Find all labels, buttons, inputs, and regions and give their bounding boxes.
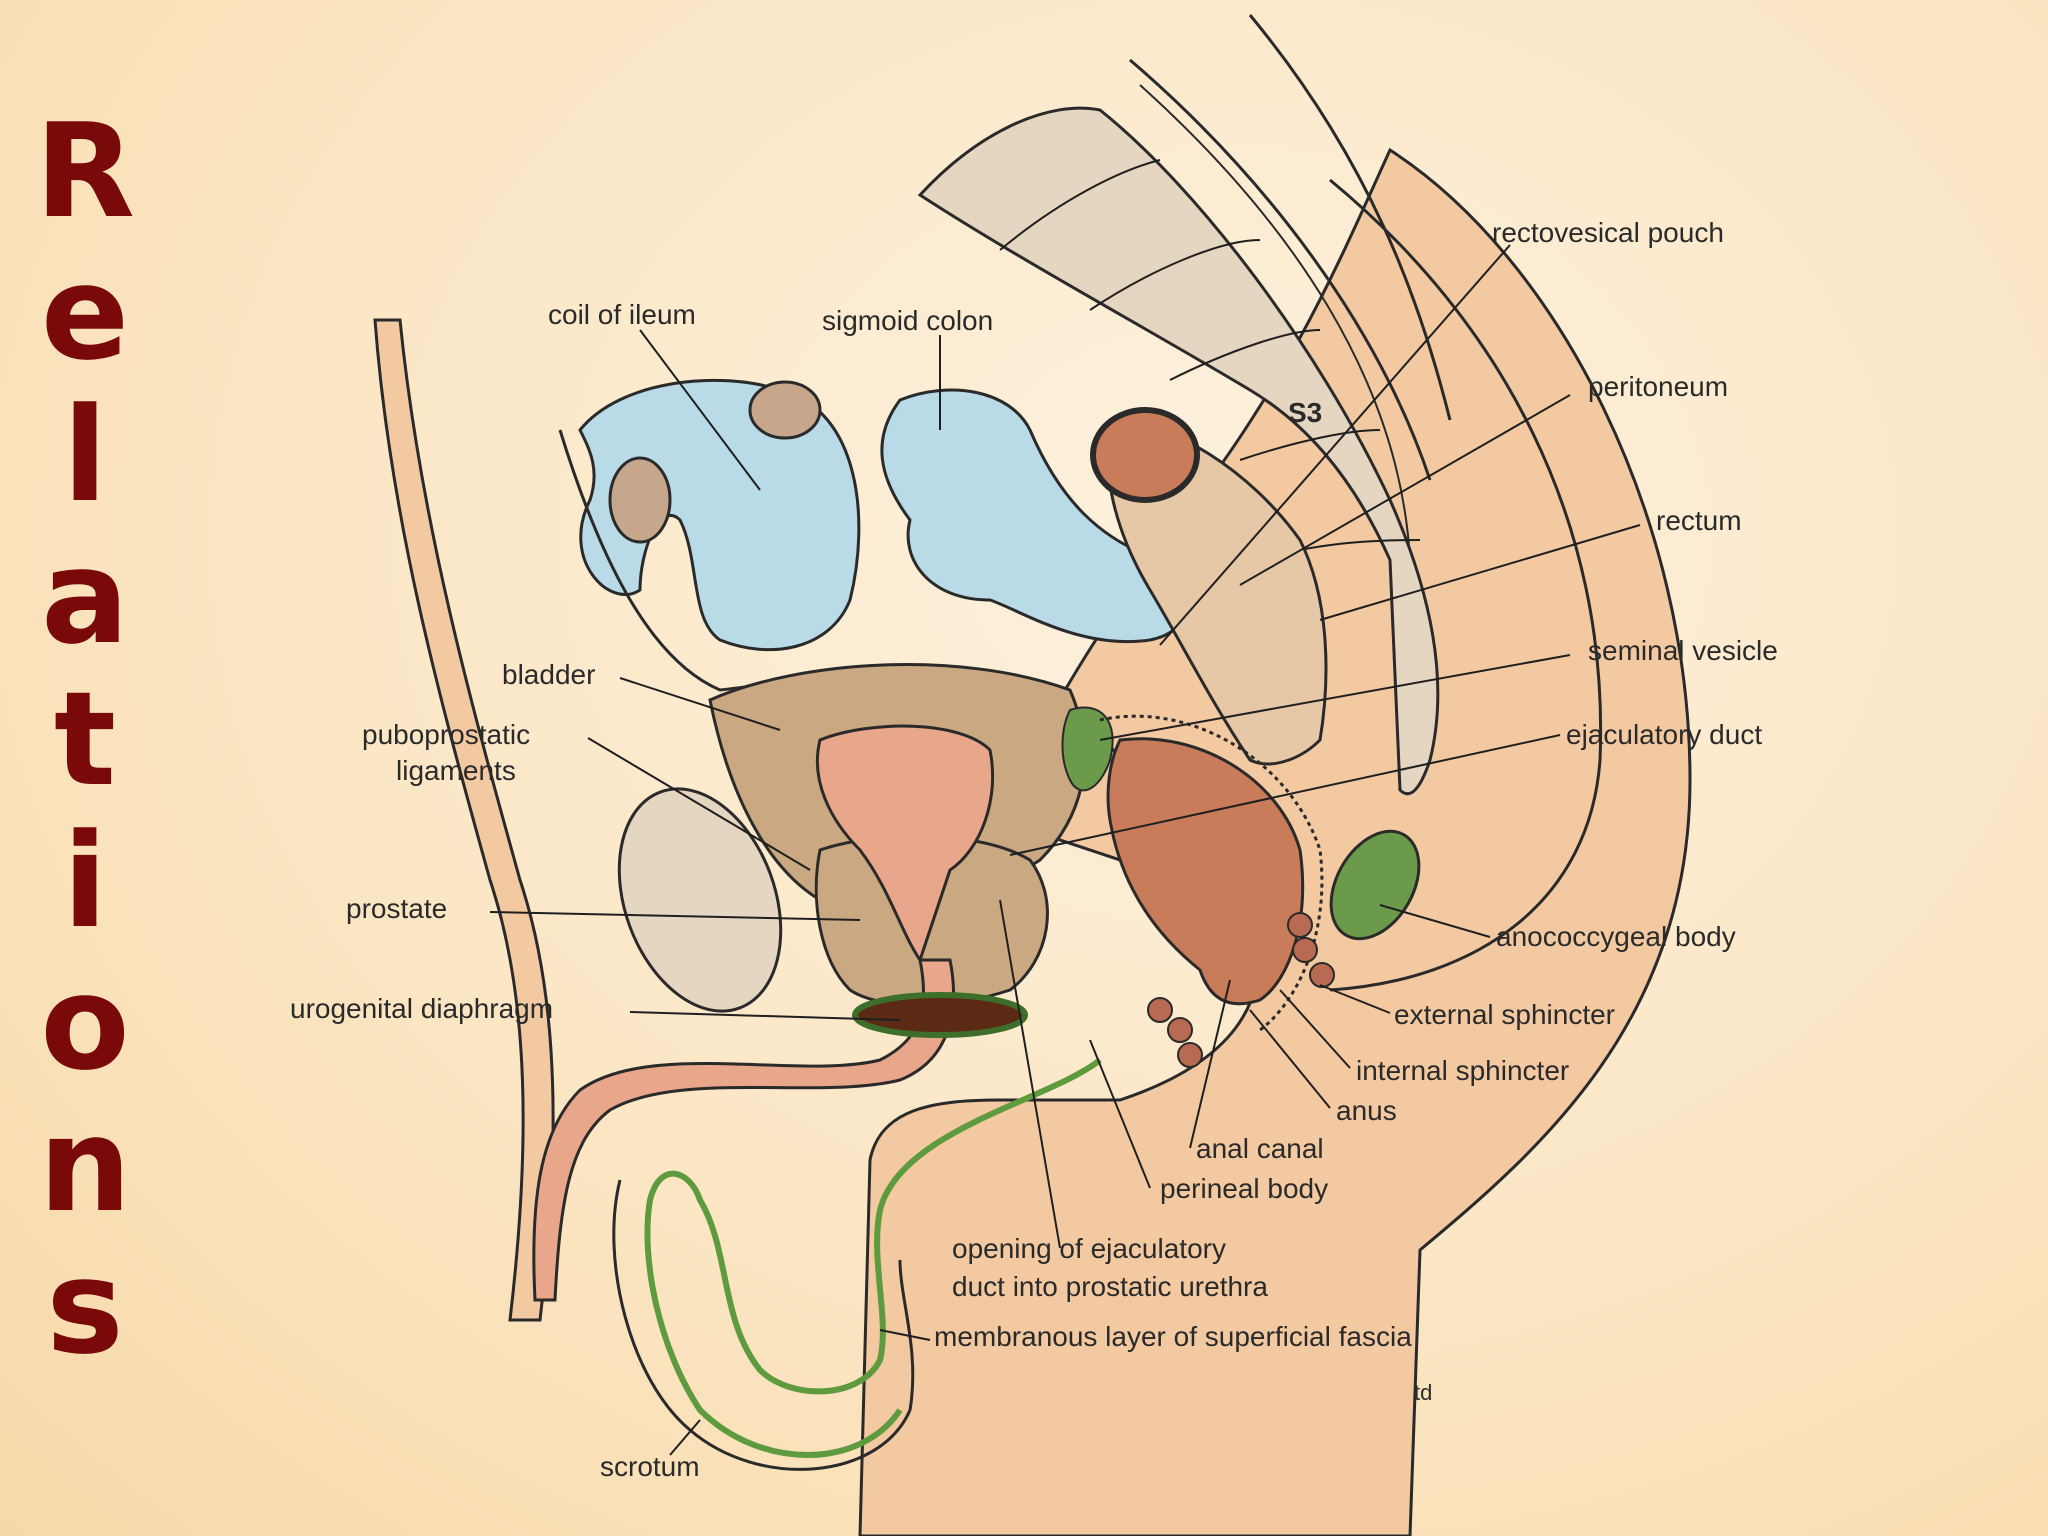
sacrum-segment-line bbox=[1239, 429, 1381, 461]
rectum-lower bbox=[1106, 737, 1305, 1006]
label-ejaculatory-duct: ejaculatory duct bbox=[1566, 719, 1762, 750]
external-sphincter-muscle bbox=[1309, 962, 1335, 988]
label-urogenital-diaphragm: urogenital diaphragm bbox=[290, 993, 553, 1024]
label-peritoneum: peritoneum bbox=[1588, 371, 1728, 402]
label-internal-sphincter: internal sphincter bbox=[1356, 1055, 1569, 1086]
leader-anus bbox=[1249, 1009, 1331, 1109]
title-letter: o bbox=[40, 947, 130, 1099]
label-opening-ejaculatory-1: opening of ejaculatory bbox=[952, 1233, 1226, 1264]
title-letter: n bbox=[38, 1089, 132, 1241]
leader-peritoneum bbox=[1239, 394, 1571, 586]
external-sphincter-muscle bbox=[1292, 937, 1318, 963]
prostate-glandular-tissue bbox=[815, 724, 995, 964]
label-anus: anus bbox=[1336, 1095, 1397, 1126]
label-bladder: bladder bbox=[502, 659, 595, 690]
leader-external-sphincter bbox=[1319, 984, 1391, 1014]
external-sphincter-muscle bbox=[1287, 912, 1313, 938]
label-anococcygeal-body: anococcygeal body bbox=[1496, 921, 1736, 952]
leader-rectovesical-pouch bbox=[1159, 244, 1511, 646]
label-coil-of-ileum: coil of ileum bbox=[548, 299, 696, 330]
anococcygeal-body bbox=[1329, 829, 1421, 941]
title-letter: s bbox=[46, 1231, 124, 1383]
leader-prostate bbox=[489, 911, 861, 921]
label-scrotum: scrotum bbox=[600, 1451, 700, 1482]
title-letter: a bbox=[41, 521, 129, 673]
leader-bladder bbox=[619, 677, 781, 731]
title-letter: R bbox=[34, 95, 136, 247]
sacrum bbox=[917, 106, 1440, 796]
leader-anococcygeal-body bbox=[1379, 904, 1491, 938]
rectum-upper bbox=[1105, 418, 1328, 766]
posterior-inner-wall bbox=[1329, 178, 1603, 992]
external-sphincter-muscle bbox=[1167, 1017, 1193, 1043]
back-outline-3 bbox=[1139, 84, 1411, 561]
sacrum-segment-line bbox=[1299, 539, 1421, 551]
label-rectovesical-pouch: rectovesical pouch bbox=[1492, 217, 1724, 248]
sacrum-segment-line bbox=[1089, 239, 1261, 311]
rectum-lumen-top bbox=[1090, 407, 1200, 503]
label-seminal-vesicle: seminal vesicle bbox=[1588, 635, 1778, 666]
urethra bbox=[532, 958, 955, 1302]
external-sphincter-muscle bbox=[1147, 997, 1173, 1023]
label-rectum: rectum bbox=[1656, 505, 1742, 536]
label-puboprostatic: puboprostatic bbox=[362, 719, 530, 750]
ileum-lumen bbox=[748, 380, 822, 440]
title-letter: l bbox=[62, 379, 108, 531]
label-anal-canal: anal canal bbox=[1196, 1133, 1324, 1164]
leader-perineal-body bbox=[1089, 1039, 1151, 1189]
sacrum-segment-line bbox=[999, 159, 1161, 251]
back-outline bbox=[1248, 14, 1452, 421]
label-s3: S3 bbox=[1288, 397, 1322, 428]
leader-seminal-vesicle bbox=[1099, 654, 1571, 741]
label-signature: td bbox=[1414, 1380, 1432, 1405]
leader-internal-sphincter bbox=[1279, 989, 1351, 1069]
urogenital-diaphragm bbox=[852, 992, 1028, 1038]
title-letter: i bbox=[62, 805, 108, 957]
sacrum-segment-line bbox=[1169, 329, 1321, 381]
leader-rectum bbox=[1319, 524, 1641, 621]
label-external-sphincter: external sphincter bbox=[1394, 999, 1615, 1030]
scrotum-outline bbox=[612, 1179, 915, 1471]
rectum-wall bbox=[1099, 714, 1324, 1032]
leader-anal-canal bbox=[1189, 979, 1231, 1149]
label-membranous-layer: membranous layer of superficial fascia bbox=[934, 1321, 1412, 1352]
title-letter: e bbox=[40, 237, 130, 389]
anterior-abdominal-wall bbox=[373, 318, 555, 1322]
label-perineal-body: perineal body bbox=[1160, 1173, 1328, 1204]
leader-ejaculatory-duct bbox=[1009, 734, 1561, 856]
leader-opening-ejaculatory bbox=[999, 899, 1061, 1249]
leader-urogenital-diaphragm bbox=[629, 1011, 901, 1021]
membranous-fascia bbox=[644, 1057, 1102, 1458]
label-opening-ejaculatory-2: duct into prostatic urethra bbox=[952, 1271, 1268, 1302]
label-sigmoid-colon: sigmoid colon bbox=[822, 305, 993, 336]
ileum-lumen bbox=[608, 456, 672, 544]
back-outline-2 bbox=[1129, 58, 1432, 481]
external-sphincter-muscle bbox=[1177, 1042, 1203, 1068]
leader-puboprostatic bbox=[587, 737, 811, 871]
label-prostate: prostate bbox=[346, 893, 447, 924]
seminal-vesicle bbox=[1061, 706, 1114, 792]
leader-scrotum bbox=[669, 1419, 701, 1456]
leader-coil-of-ileum bbox=[639, 329, 761, 491]
sigmoid-colon bbox=[880, 388, 1191, 643]
label-ligaments: ligaments bbox=[396, 755, 516, 786]
leader-membranous-layer bbox=[879, 1329, 931, 1341]
pubic-symphysis bbox=[617, 787, 783, 1013]
title-letter: t bbox=[53, 663, 117, 815]
